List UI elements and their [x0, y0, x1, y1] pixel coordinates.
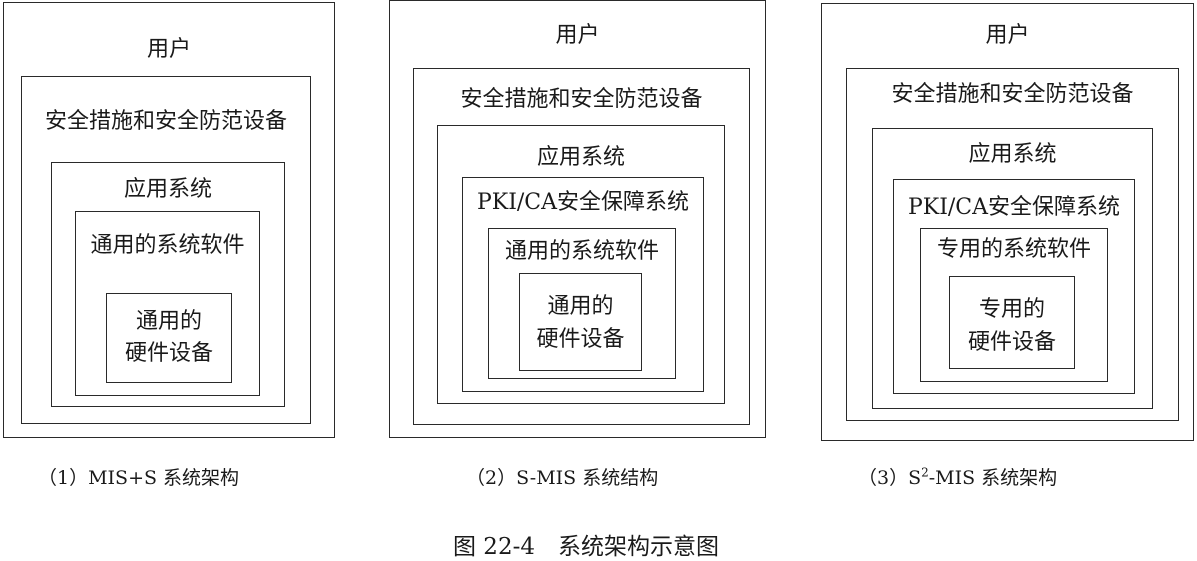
- hardware-label-line1: 专用的: [978, 297, 1045, 322]
- user-label: 用户: [146, 37, 191, 62]
- hardware-label-line2: 硬件设备: [124, 341, 213, 366]
- caption-superscript: 2: [921, 465, 929, 480]
- security-label: 安全措施和安全防范设备: [44, 109, 287, 134]
- security-label: 安全措施和安全防范设备: [460, 87, 703, 112]
- diagram-1-caption: （1）MIS+S 系统架构: [38, 467, 240, 489]
- software-label: 通用的系统软件: [90, 233, 245, 258]
- diagram-1-hardware-layer: 通用的 硬件设备: [106, 293, 232, 383]
- software-label: 通用的系统软件: [504, 239, 659, 264]
- diagram-3-caption: （3）S2-MIS 系统架构: [858, 463, 1057, 490]
- hardware-label-line1: 通用的: [547, 294, 614, 319]
- hardware-label-line2: 硬件设备: [536, 327, 625, 352]
- figure-title: 图 22-4 系统架构示意图: [453, 534, 719, 560]
- hardware-label-line1: 通用的: [135, 309, 202, 334]
- diagram-2-caption: （2）S-MIS 系统结构: [466, 467, 659, 489]
- diagram-3-hardware-layer: 专用的 硬件设备: [949, 276, 1075, 369]
- application-label: 应用系统: [123, 177, 212, 202]
- user-label: 用户: [555, 23, 600, 48]
- diagram-2-hardware-layer: 通用的 硬件设备: [519, 273, 642, 371]
- pki-label: PKI/CA安全保障系统: [907, 195, 1121, 220]
- security-label: 安全措施和安全防范设备: [891, 82, 1134, 107]
- pki-label: PKI/CA安全保障系统: [476, 190, 690, 215]
- application-label: 应用系统: [536, 145, 625, 170]
- caption-suffix: -MIS 系统架构: [928, 467, 1058, 489]
- caption-prefix: （3）S: [858, 467, 922, 489]
- software-label: 专用的系统软件: [936, 237, 1091, 262]
- application-label: 应用系统: [968, 142, 1057, 167]
- user-label: 用户: [985, 23, 1030, 48]
- hardware-label-line2: 硬件设备: [967, 330, 1056, 355]
